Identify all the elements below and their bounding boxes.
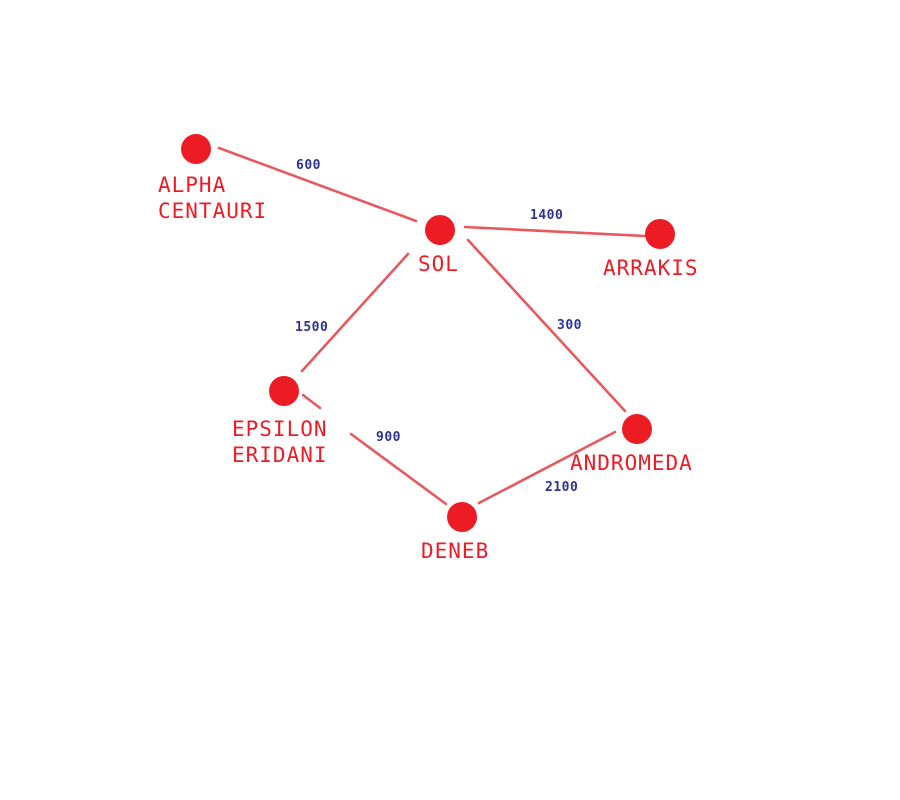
- node-label-line: ANDROMEDA: [570, 451, 693, 475]
- edges-layer: [217, 146, 647, 506]
- node-label-line: ERIDANI: [232, 443, 328, 467]
- edge-alpha-centauri-sol: [217, 146, 418, 223]
- node-label-line: EPSILON: [232, 417, 328, 441]
- edge-epsilon-eridani-deneb-segment-a: [301, 393, 322, 410]
- node-label-andromeda: ANDROMEDA: [570, 451, 693, 475]
- node-label-deneb: DENEB: [421, 539, 489, 563]
- node-label-line: SOL: [418, 252, 459, 276]
- edge-weight-sol-epsilon-eridani: 1500: [295, 320, 328, 335]
- node-label-line: CENTAURI: [158, 199, 267, 223]
- edge-epsilon-eridani-deneb-segment-b: [349, 432, 448, 506]
- edge-andromeda-deneb: [477, 430, 617, 505]
- edge-weight-sol-arrakis: 1400: [530, 208, 563, 223]
- node-label-line: ALPHA: [158, 173, 226, 197]
- edge-sol-arrakis: [463, 225, 647, 238]
- edge-weight-andromeda-deneb: 2100: [545, 480, 578, 495]
- node-dot-deneb: [447, 502, 477, 532]
- edge-weight-epsilon-eridani-deneb: 900: [376, 430, 401, 445]
- edge-weights-layer: 600 1400 1500 300 900 2100: [295, 158, 582, 495]
- node-label-sol: SOL: [418, 252, 459, 276]
- edge-sol-epsilon-eridani: [300, 252, 410, 373]
- edge-weight-sol-andromeda: 300: [557, 318, 582, 333]
- edge-sol-andromeda: [466, 238, 627, 413]
- node-label-arrakis: ARRAKIS: [603, 256, 699, 280]
- node-dot-sol: [425, 215, 455, 245]
- node-dot-alpha-centauri: [181, 134, 211, 164]
- node-dot-epsilon-eridani: [269, 376, 299, 406]
- node-label-line: ARRAKIS: [603, 256, 699, 280]
- node-dot-arrakis: [645, 219, 675, 249]
- node-label-line: DENEB: [421, 539, 489, 563]
- edge-weight-alpha-centauri-sol: 600: [296, 158, 321, 173]
- node-dot-andromeda: [622, 414, 652, 444]
